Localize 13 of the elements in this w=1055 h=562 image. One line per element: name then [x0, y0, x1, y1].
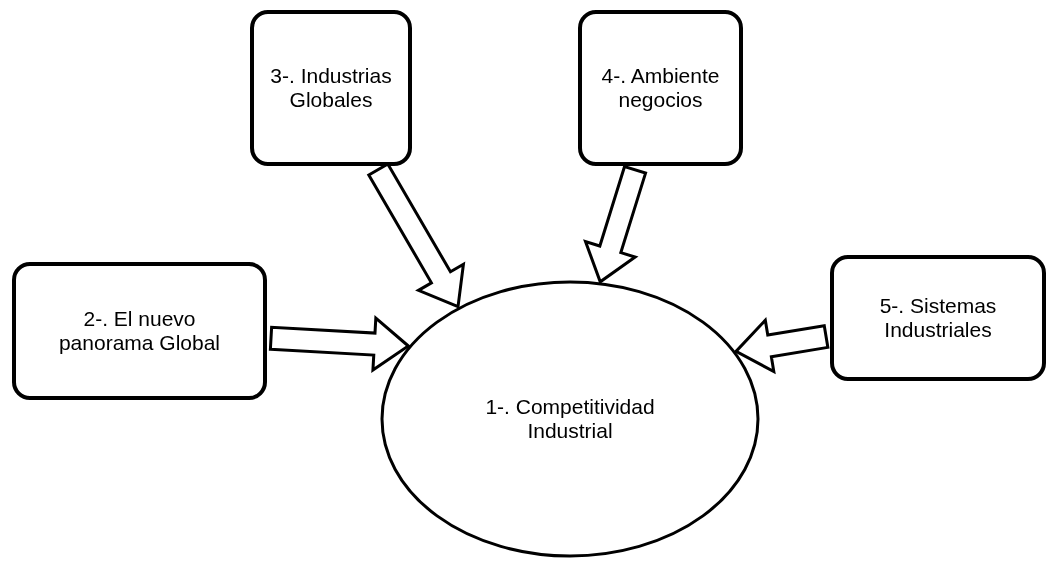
node-label: 1-. Competitividad Industrial — [484, 395, 656, 443]
node-label: 4-. Ambiente negocios — [600, 64, 721, 112]
block-arrow — [268, 315, 411, 373]
block-arrow — [733, 316, 830, 375]
ellipse-node — [380, 280, 760, 558]
rounded-box — [12, 262, 267, 400]
block-arrow — [583, 164, 648, 285]
rounded-box — [830, 255, 1046, 381]
rounded-box — [250, 10, 412, 166]
rounded-box — [578, 10, 743, 166]
node-label: 2-. El nuevo panorama Global — [57, 307, 222, 355]
node-label: 3-. Industrias Globales — [269, 64, 393, 112]
node-label: 5-. Sistemas Industriales — [878, 294, 998, 342]
